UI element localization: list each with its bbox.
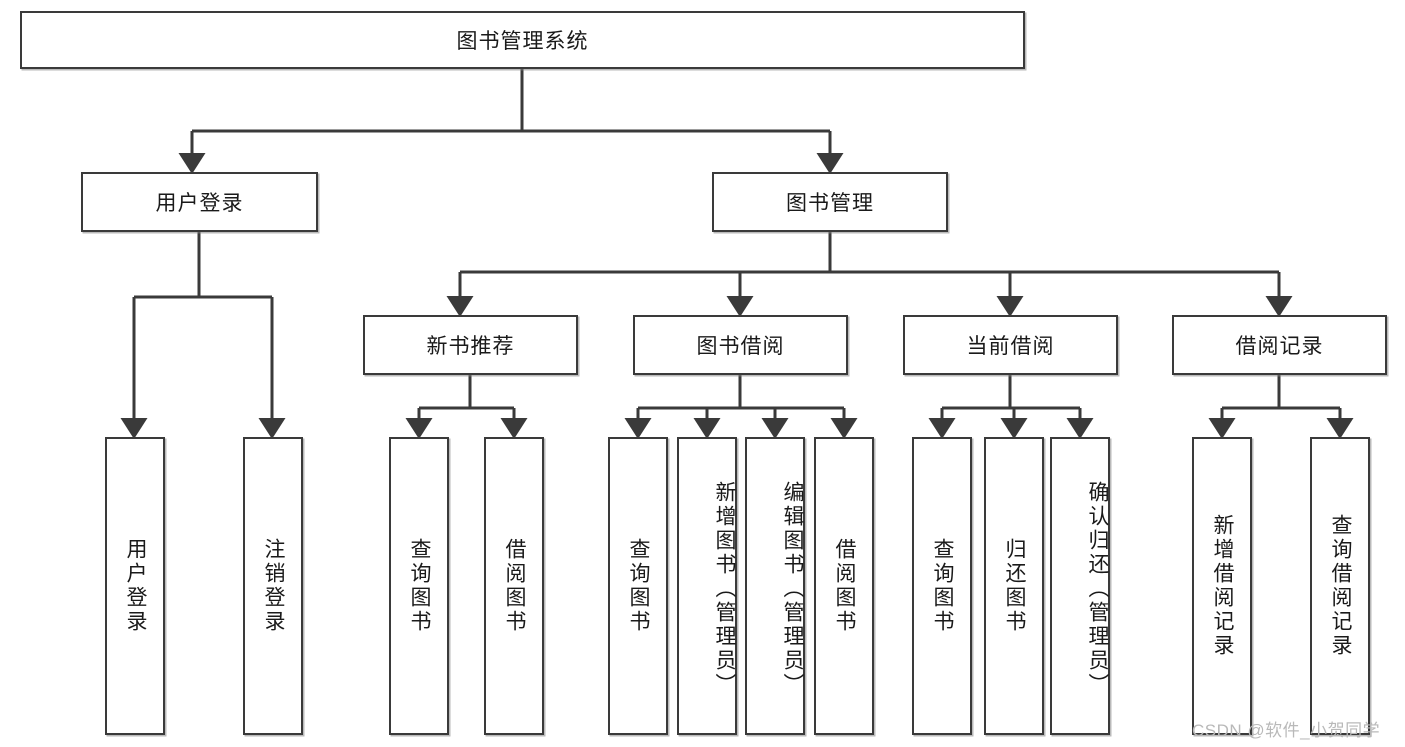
node-user-login[interactable]: 用户登录 [81, 172, 318, 232]
leaf-query-borrow-record[interactable]: 查询借阅记录 [1310, 437, 1370, 735]
leaf-query-book-recommend[interactable]: 查询图书 [389, 437, 449, 735]
leaf-user-login[interactable]: 用户登录 [105, 437, 165, 735]
leaf-confirm-return-admin[interactable]: 确认归还（管理员） [1050, 437, 1110, 735]
node-book-management[interactable]: 图书管理 [712, 172, 948, 232]
node-root[interactable]: 图书管理系统 [20, 11, 1025, 69]
csdn-watermark: CSDN @软件_小贺同学 [1192, 721, 1381, 740]
leaf-add-borrow-record[interactable]: 新增借阅记录 [1192, 437, 1252, 735]
leaf-edit-book-admin[interactable]: 编辑图书（管理员） [745, 437, 805, 735]
node-current-borrow[interactable]: 当前借阅 [903, 315, 1118, 375]
node-new-book-recommend[interactable]: 新书推荐 [363, 315, 578, 375]
leaf-borrow-book[interactable]: 借阅图书 [814, 437, 874, 735]
leaf-query-book-borrow[interactable]: 查询图书 [608, 437, 668, 735]
node-book-borrow[interactable]: 图书借阅 [633, 315, 848, 375]
leaf-add-book-admin[interactable]: 新增图书（管理员） [677, 437, 737, 735]
leaf-logout[interactable]: 注销登录 [243, 437, 303, 735]
leaf-query-book-current[interactable]: 查询图书 [912, 437, 972, 735]
node-borrow-record[interactable]: 借阅记录 [1172, 315, 1387, 375]
leaf-borrow-book-recommend[interactable]: 借阅图书 [484, 437, 544, 735]
leaf-return-book[interactable]: 归还图书 [984, 437, 1044, 735]
